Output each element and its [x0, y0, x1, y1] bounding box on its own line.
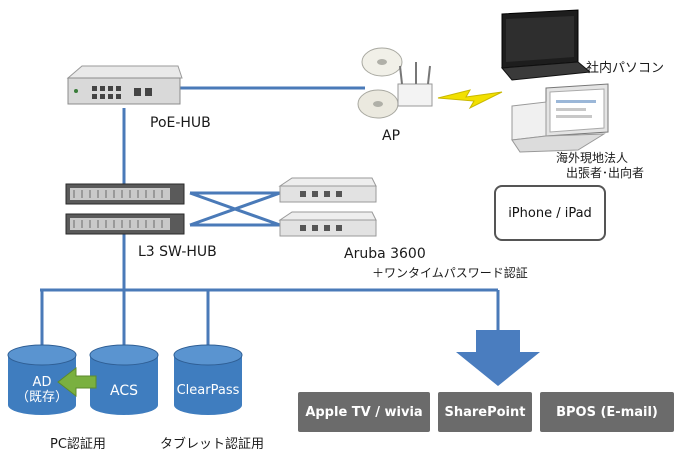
green-arrow-icon: [57, 366, 97, 398]
iphone-ipad-label: iPhone / iPad: [508, 205, 592, 221]
iphone-ipad-box: iPhone / iPad: [494, 185, 606, 241]
overseas-laptop-icon: [511, 83, 609, 153]
aruba-controller-device: [278, 177, 377, 237]
wireless-bolt-icon: [437, 89, 503, 110]
poe-hub-label: PoE-HUB: [150, 115, 211, 131]
tablet-auth-label: タブレット認証用: [160, 437, 265, 452]
ad-label-line1: AD: [32, 375, 52, 390]
sharepoint-service: SharePoint: [438, 392, 532, 432]
switch-to-aruba-cross2: [189, 191, 281, 227]
aruba-label: Aruba 3600: [344, 246, 426, 262]
access-point-devices: [357, 47, 433, 119]
connection-lines: [40, 86, 500, 350]
otp-label: ＋ワンタイムパスワード認証: [372, 266, 528, 280]
l3-sw-hub-label: L3 SW-HUB: [138, 244, 217, 260]
overseas-label-line2: 出張者･出向者: [566, 166, 645, 180]
down-arrow-icon: [456, 330, 540, 386]
poe-hub-device: [66, 65, 183, 105]
pc-auth-label: PC認証用: [50, 437, 106, 452]
acs-database-shape: [89, 344, 159, 415]
internal-pc-label: 社内パソコン: [586, 61, 665, 76]
l3-switch-device: [65, 183, 185, 235]
overseas-label-line1: 海外現地法人: [556, 151, 629, 165]
ap-label: AP: [382, 128, 401, 144]
ad-label-line2: （既存）: [15, 390, 68, 405]
bpos-service: BPOS (E-mail): [540, 392, 674, 432]
acs-label: ACS: [110, 383, 138, 399]
clearpass-database-shape: [173, 344, 243, 415]
ad-label: AD （既存）: [8, 375, 76, 405]
internal-laptop-icon: [500, 9, 592, 81]
apple-tv-service: Apple TV / wivia: [298, 392, 430, 432]
ad-database-shape: [7, 344, 77, 415]
clearpass-label: ClearPass: [176, 383, 240, 398]
